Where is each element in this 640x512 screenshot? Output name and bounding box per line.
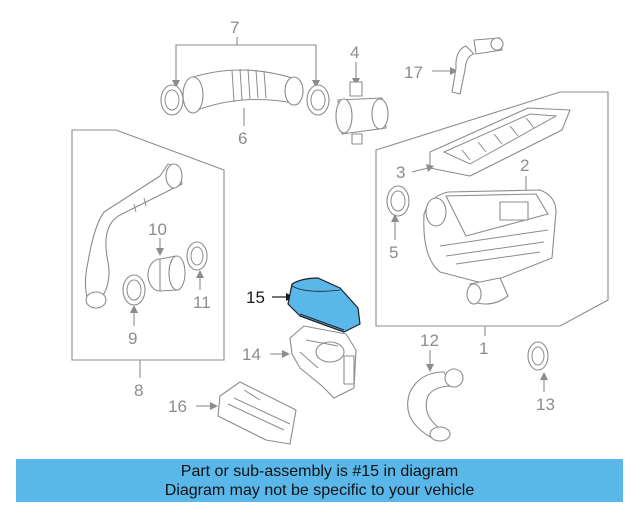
callout-9: 9 [128, 329, 137, 348]
callout-7: 7 [230, 18, 239, 37]
callout-3: 3 [396, 163, 405, 182]
resonator-body [270, 325, 357, 399]
hose-clamp-11 [186, 241, 208, 290]
banner-line-part: Part or sub-assembly is #15 in diagram [180, 462, 459, 480]
gasket-ring [386, 185, 410, 240]
callout-8: 8 [134, 381, 143, 400]
resonator-cover-highlighted [272, 277, 361, 333]
duct-coupling [147, 238, 186, 292]
intake-duct-group [160, 37, 330, 126]
callout-13: 13 [536, 395, 555, 414]
air-cleaner-housing [423, 176, 557, 305]
intake-bellows-duct [182, 68, 304, 114]
callout-6: 6 [238, 129, 247, 148]
hose-clamp-right [306, 84, 330, 116]
lower-air-duct [196, 381, 297, 445]
banner-line-disclaimer: Diagram may not be specific to your vehi… [164, 481, 475, 499]
callout-5: 5 [389, 243, 398, 262]
intake-tube [407, 350, 464, 442]
callout-17: 17 [404, 63, 423, 82]
hose-clamp-9 [122, 274, 146, 326]
breather-hose [432, 37, 504, 95]
callout-1: 1 [479, 339, 488, 358]
hose-clamp-left [160, 84, 184, 116]
parts-diagram: 7 4 17 6 3 2 5 10 11 9 15 1 12 14 8 16 1… [71, 18, 609, 445]
inlet-duct [84, 163, 183, 309]
callout-labels: 7 4 17 6 3 2 5 10 11 9 15 1 12 14 8 16 1… [128, 18, 555, 416]
callout-2: 2 [520, 156, 529, 175]
air-filter-element [411, 107, 571, 177]
info-banner: Part or sub-assembly is #15 in diagram D… [16, 459, 623, 502]
callout-12: 12 [420, 331, 439, 350]
callout-16: 16 [168, 397, 187, 416]
callout-10: 10 [148, 220, 167, 239]
callout-4: 4 [350, 43, 359, 62]
callout-11: 11 [193, 293, 211, 312]
air-cleaner-assembly-frame [375, 91, 609, 336]
mass-air-flow-sensor [335, 62, 389, 145]
callout-15: 15 [246, 288, 265, 307]
hose-clamp-13 [527, 341, 549, 392]
callout-14: 14 [242, 345, 261, 364]
inlet-duct-group-frame [71, 129, 225, 378]
